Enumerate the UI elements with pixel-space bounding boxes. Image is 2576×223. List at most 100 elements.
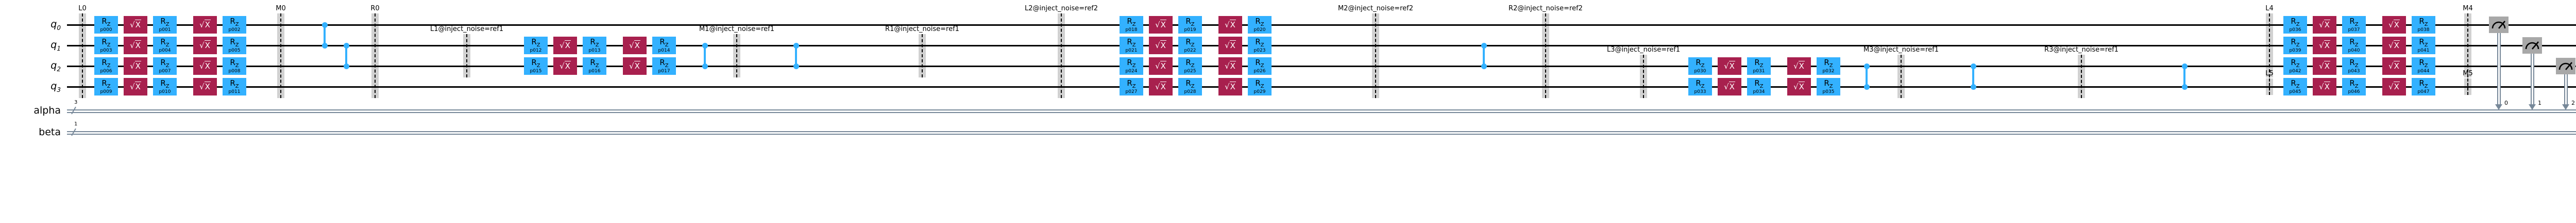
measure-gate-q2[interactable] bbox=[2556, 58, 2575, 74]
cz-gate-control-dot[interactable] bbox=[1863, 84, 1870, 90]
sx-gate[interactable]: √X bbox=[1718, 78, 1741, 95]
cz-gate-control-dot[interactable] bbox=[343, 42, 349, 49]
cz-gate-control-dot[interactable] bbox=[1970, 84, 1976, 90]
measure-gate-q0[interactable] bbox=[2489, 17, 2509, 33]
cz-gate-control-dot[interactable] bbox=[343, 63, 349, 69]
sx-gate[interactable]: √X bbox=[2382, 78, 2406, 95]
cz-gate-control-dot[interactable] bbox=[2181, 84, 2188, 90]
cz-gate-control-dot[interactable] bbox=[1970, 63, 1976, 69]
sx-gate[interactable]: √X bbox=[2313, 78, 2336, 95]
cz-gate-control-dot[interactable] bbox=[793, 42, 799, 49]
cz-gate-link[interactable] bbox=[1483, 45, 1485, 66]
sx-gate[interactable]: √X bbox=[2382, 16, 2406, 34]
sx-gate[interactable]: √X bbox=[1149, 78, 1173, 95]
cz-gate-control-dot[interactable] bbox=[702, 63, 708, 69]
sx-gate[interactable]: √X bbox=[193, 57, 217, 75]
sx-gate[interactable]: √X bbox=[1218, 37, 1242, 54]
sx-gate[interactable]: √X bbox=[1218, 78, 1242, 95]
measure-gate-q1[interactable] bbox=[2522, 37, 2542, 54]
sx-gate[interactable]: √X bbox=[2382, 37, 2406, 54]
cz-gate-control-dot[interactable] bbox=[1481, 63, 1487, 69]
cz-gate-link[interactable] bbox=[324, 25, 326, 45]
sx-gate[interactable]: √X bbox=[1787, 57, 1811, 75]
sx-gate[interactable]: √X bbox=[193, 16, 217, 34]
sx-gate[interactable]: √X bbox=[2382, 57, 2406, 75]
sx-gate[interactable]: √X bbox=[1149, 57, 1173, 75]
cz-gate-control-dot[interactable] bbox=[321, 22, 328, 28]
cz-gate-link[interactable] bbox=[345, 45, 347, 66]
cz-gate-control-dot[interactable] bbox=[321, 42, 328, 49]
sx-gate[interactable]: √X bbox=[553, 57, 577, 75]
sx-gate[interactable]: √X bbox=[124, 78, 147, 95]
cz-gate-link[interactable] bbox=[1972, 66, 1974, 87]
cz-gate-control-dot[interactable] bbox=[2181, 63, 2188, 69]
sx-gate[interactable]: √X bbox=[124, 16, 147, 34]
sx-gate[interactable]: √X bbox=[1149, 37, 1173, 54]
sx-gate[interactable]: √X bbox=[193, 78, 217, 95]
cz-gate-control-dot[interactable] bbox=[1863, 63, 1870, 69]
cz-gate-control-dot[interactable] bbox=[702, 42, 708, 49]
cz-gate-link[interactable] bbox=[2183, 66, 2185, 87]
cz-gate-link[interactable] bbox=[704, 45, 706, 66]
sx-gate[interactable]: √X bbox=[1787, 78, 1811, 95]
cz-gate-link[interactable] bbox=[795, 45, 797, 66]
sx-gate[interactable]: √X bbox=[553, 37, 577, 54]
cz-gate-control-dot[interactable] bbox=[793, 63, 799, 69]
sx-gate[interactable]: √X bbox=[193, 37, 217, 54]
sx-gate[interactable]: √X bbox=[623, 57, 647, 75]
sx-gate[interactable]: √X bbox=[1218, 57, 1242, 75]
sx-gate[interactable]: √X bbox=[623, 37, 647, 54]
sx-gate[interactable]: √X bbox=[1218, 16, 1242, 34]
sx-gate[interactable]: √X bbox=[1149, 16, 1173, 34]
cz-gate-control-dot[interactable] bbox=[1481, 42, 1487, 49]
cz-gate-link[interactable] bbox=[1866, 66, 1868, 87]
sx-gate[interactable]: √X bbox=[2313, 57, 2336, 75]
sx-gate[interactable]: √X bbox=[124, 57, 147, 75]
sx-gate[interactable]: √X bbox=[124, 37, 147, 54]
